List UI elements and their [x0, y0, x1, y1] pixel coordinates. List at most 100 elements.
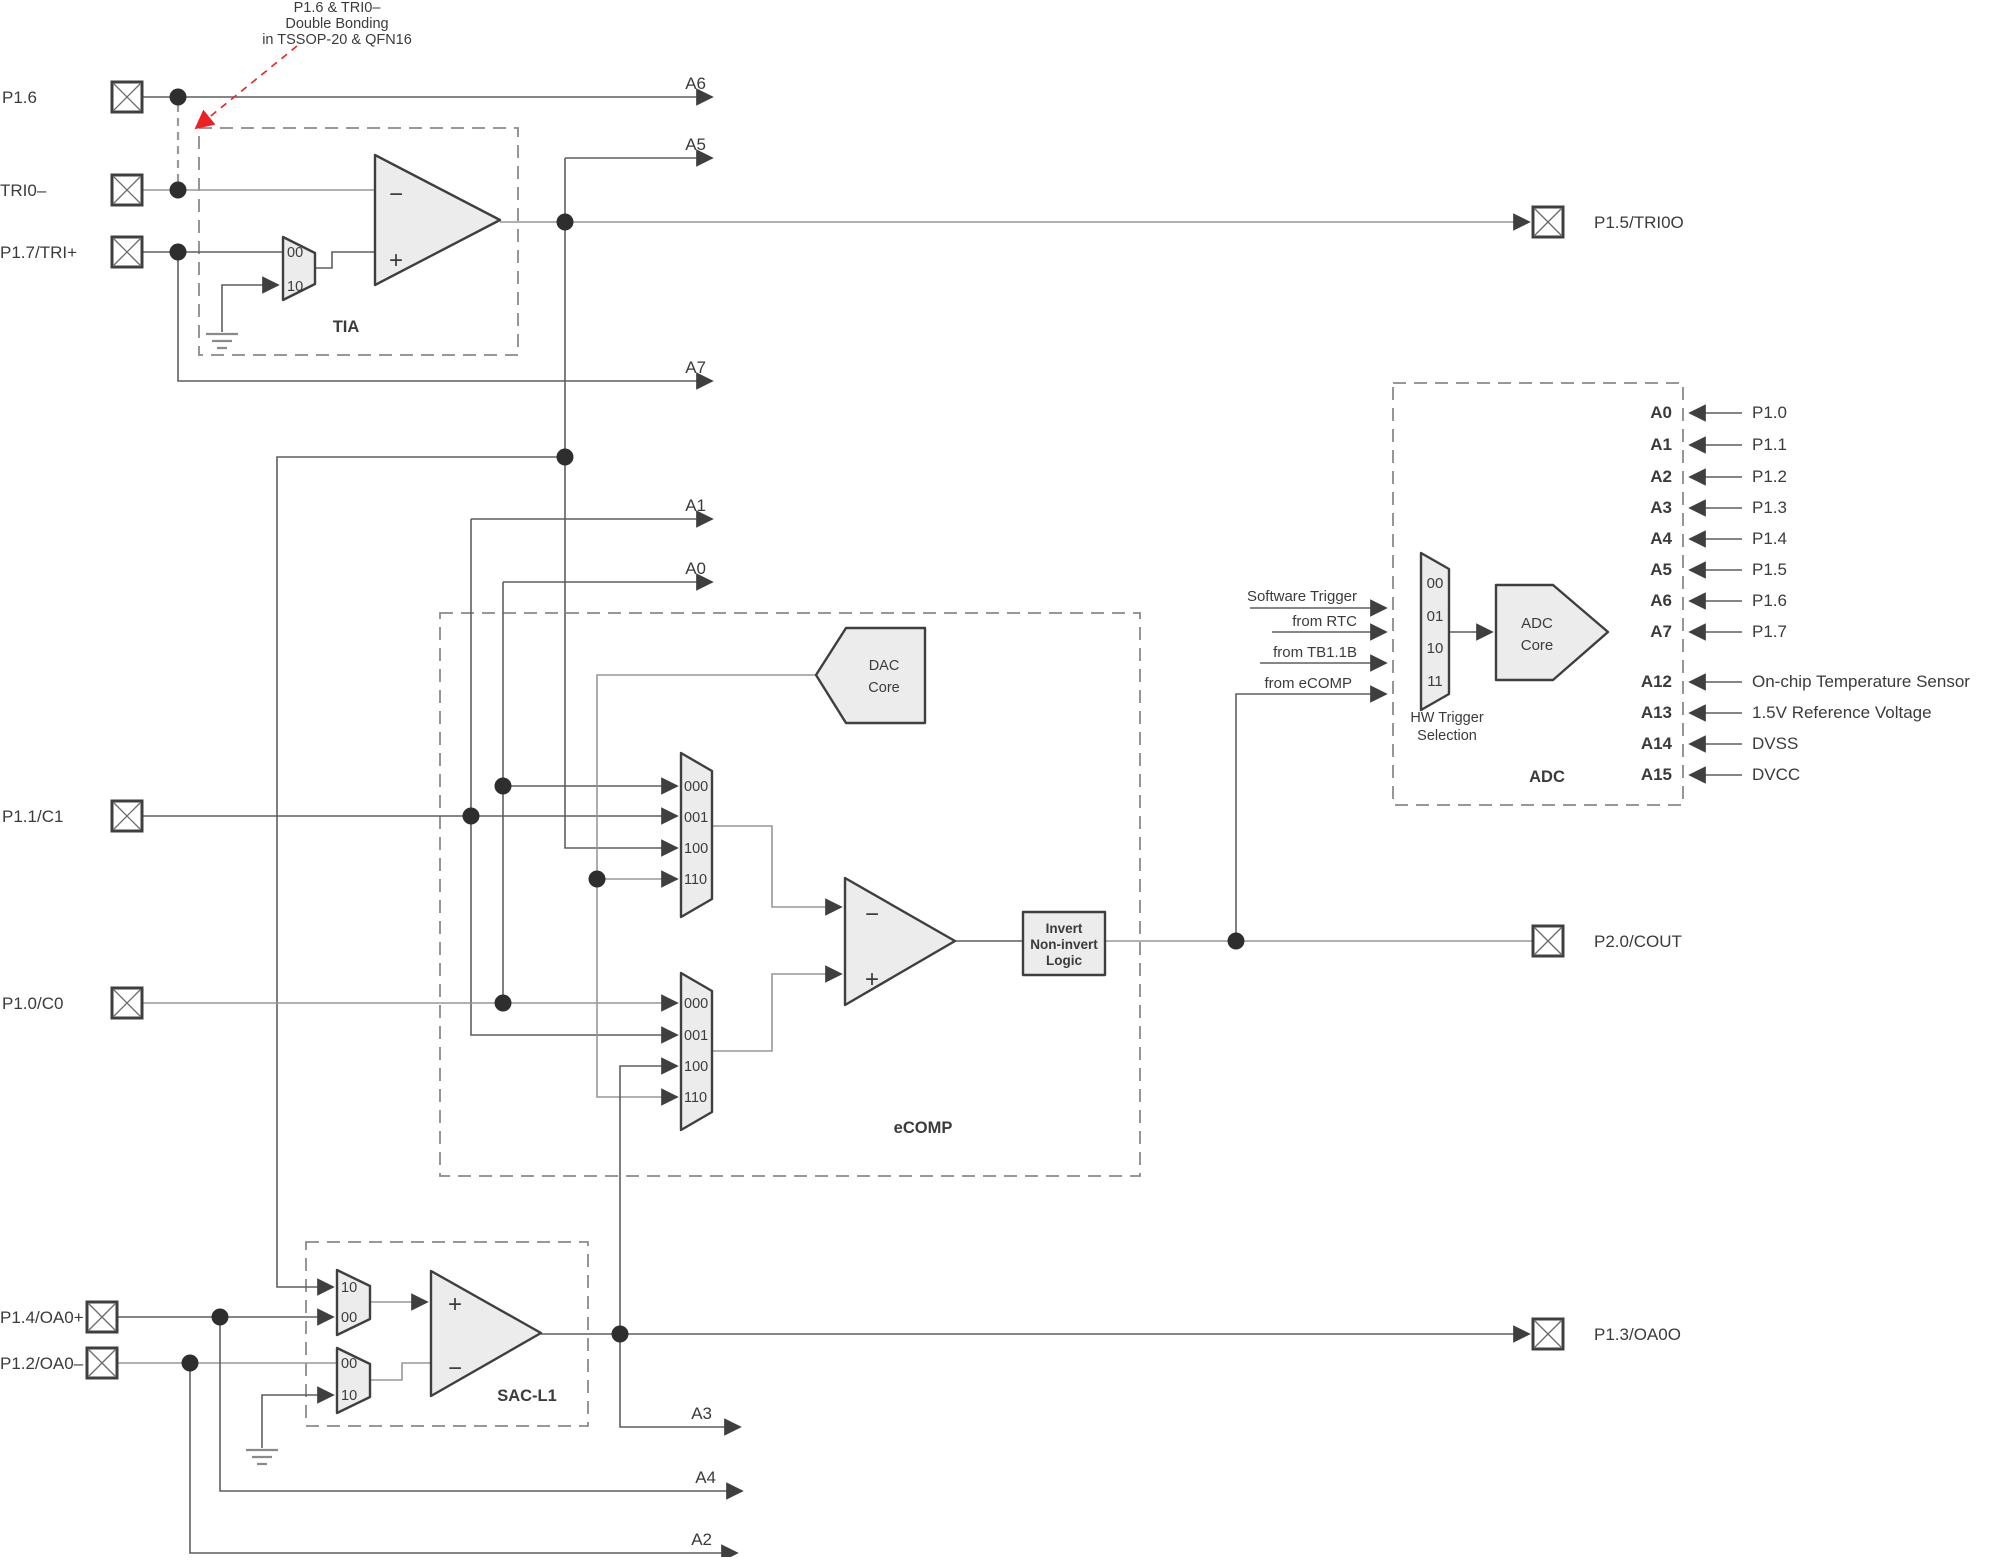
ch-src-a2: P1.2: [1752, 467, 1787, 486]
pad-label-p1-1: P1.1/C1: [2, 807, 63, 826]
wire-from-ecomp-trigger: [1235, 685, 1388, 941]
annotation-line3: in TSSOP-20 & QFN16: [262, 32, 412, 48]
hw-trigger-mux: [1419, 551, 1451, 712]
tia-mux-10: 10: [287, 279, 303, 295]
pad-label-p2-0: P2.0/COUT: [1594, 932, 1682, 951]
dac-core-line1: DAC: [869, 658, 900, 674]
wire-sac-riser-mux2-100: [619, 1057, 679, 1334]
wire-tia-riser-mux1-100: [564, 158, 679, 857]
ecomp-mux1-000: 000: [684, 779, 708, 795]
tia-box: [198, 127, 519, 356]
pad-label-p1-6: P1.6: [2, 88, 37, 107]
shapes: [204, 153, 1610, 1466]
sac-muxm-00: 00: [341, 1356, 357, 1372]
ch-src-a7: P1.7: [1752, 622, 1787, 641]
label-a1: A1: [685, 496, 706, 515]
hw-trigger-label-line2: Selection: [1417, 728, 1477, 744]
ch-label-a6: A6: [1650, 591, 1672, 610]
adc-core-shape: [1494, 583, 1610, 682]
wires: [117, 45, 1533, 1562]
ch-src-a12: On-chip Temperature Sensor: [1752, 672, 1970, 691]
junction-dot: [611, 1325, 629, 1343]
junction-dot: [494, 777, 512, 795]
ch-src-a0: P1.0: [1752, 403, 1787, 422]
junction-dot: [169, 88, 187, 106]
annotation-line1: P1.6 & TRI0–: [294, 0, 382, 16]
ch-label-a12: A12: [1641, 672, 1672, 691]
label-a0: A0: [685, 559, 706, 578]
label-a4: A4: [695, 1468, 716, 1487]
invert-logic-line2: Non-invert: [1030, 937, 1098, 952]
adc-title: ADC: [1529, 768, 1565, 786]
sac-box: [305, 1241, 589, 1427]
hwmux-01: 01: [1427, 608, 1444, 625]
ch-src-a6: P1.6: [1752, 591, 1787, 610]
pad-label-p1-4: P1.4/OA0+: [0, 1308, 84, 1327]
junction-dot: [169, 243, 187, 261]
pad-label-tri0-minus: TRI0–: [0, 181, 47, 200]
wire-sac-gnd: [261, 1386, 335, 1448]
ecomp-comparator: [843, 876, 957, 1007]
trigger-tb11b: from TB1.1B: [1273, 644, 1357, 661]
pad-p1-6: [110, 80, 144, 114]
ground-icon: [244, 1448, 280, 1466]
ch-src-a14: DVSS: [1752, 734, 1798, 753]
ecomp-plus-mux: [679, 971, 714, 1132]
label-a5: A5: [685, 135, 706, 154]
pad-p1-5: [1531, 205, 1565, 239]
label-a6: A6: [685, 74, 706, 93]
ch-label-a14: A14: [1641, 734, 1673, 753]
wire-tia-to-sac-10: [276, 456, 565, 1296]
ch-src-a5: P1.5: [1752, 560, 1787, 579]
comparator-minus: −: [865, 901, 879, 928]
pad-p1-1: [110, 799, 144, 833]
trigger-rtc: from RTC: [1292, 613, 1357, 630]
ch-src-a4: P1.4: [1752, 529, 1787, 548]
adc-channel-wires: [1688, 404, 1742, 784]
pad-p1-2: [85, 1346, 119, 1380]
ch-label-a2: A2: [1650, 467, 1672, 486]
ecomp-mux2-000: 000: [684, 996, 708, 1012]
ch-label-a0: A0: [1650, 403, 1672, 422]
hwmux-10: 10: [1427, 640, 1444, 657]
wire-a2: [189, 1363, 739, 1562]
invert-logic-line3: Logic: [1046, 953, 1082, 968]
pad-label-p1-7: P1.7/TRI+: [0, 243, 77, 262]
sac-muxp-00: 00: [341, 1310, 357, 1326]
junction-dot: [462, 807, 480, 825]
adc-core-line1: ADC: [1521, 615, 1553, 632]
tia-input-mux: [281, 235, 317, 302]
pad-label-p1-0: P1.0/C0: [2, 994, 63, 1013]
ecomp-box: [439, 612, 1141, 1177]
ground-icon: [204, 332, 240, 350]
sac-muxp-10: 10: [341, 1280, 357, 1296]
wire-mux2-comp-plus: [712, 965, 843, 1052]
junction-dot: [181, 1354, 199, 1372]
labels: P1.6 & TRI0– Double Bonding in TSSOP-20 …: [0, 0, 1684, 1549]
dac-core-shape: [814, 626, 927, 725]
junction-dot: [494, 994, 512, 1012]
tia-opamp-minus: −: [389, 181, 403, 208]
ch-src-a13: 1.5V Reference Voltage: [1752, 703, 1932, 722]
ecomp-mux1-001: 001: [684, 810, 708, 826]
wire-tia-gnd: [221, 276, 280, 332]
comparator-plus: +: [865, 966, 879, 993]
annotation-arrow: [194, 45, 298, 130]
junction-dot: [169, 181, 187, 199]
annotation-line2: Double Bonding: [285, 16, 388, 32]
sac-opamp-minus: −: [448, 1355, 462, 1382]
ecomp-mux2-110: 110: [684, 1090, 707, 1106]
ch-src-a3: P1.3: [1752, 498, 1787, 517]
wire-a3: [619, 1334, 742, 1436]
tia-opamp: [373, 153, 502, 287]
ecomp-minus-mux: [679, 751, 714, 919]
wire-p11-riser-mux2-001: [470, 519, 679, 1044]
ch-src-a15: DVCC: [1752, 765, 1800, 784]
invert-logic-line1: Invert: [1046, 921, 1083, 936]
ch-label-a5: A5: [1650, 560, 1672, 579]
ch-label-a3: A3: [1650, 498, 1672, 517]
wire-muxm-opamp: [370, 1362, 431, 1381]
ch-label-a15: A15: [1641, 765, 1672, 784]
pad-label-p1-2: P1.2/OA0–: [0, 1354, 84, 1373]
